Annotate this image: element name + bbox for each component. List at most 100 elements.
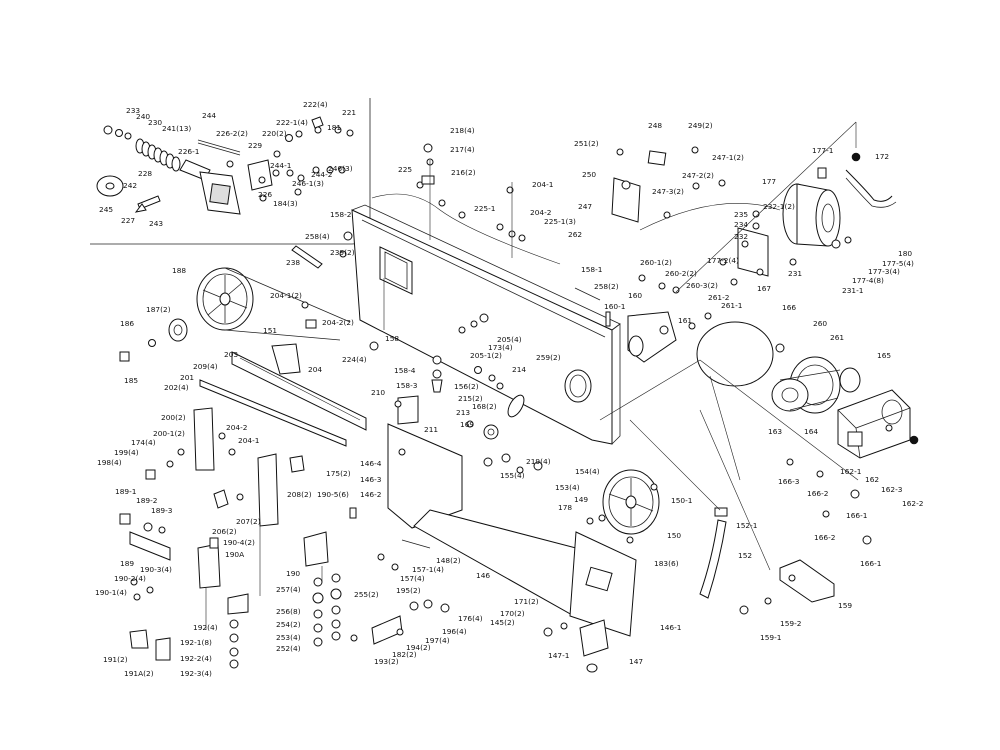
label-240: 240 bbox=[136, 112, 150, 121]
label-205: 205(4) bbox=[497, 335, 522, 344]
label-190-3: 190-3(4) bbox=[140, 565, 172, 574]
label-199: 199(4) bbox=[114, 448, 139, 457]
label-197: 197(4) bbox=[425, 636, 450, 645]
motor-assembly bbox=[719, 152, 897, 286]
label-204-1-top: 204-1 bbox=[532, 180, 554, 189]
label-190-4: 190-4(2) bbox=[223, 538, 255, 547]
label-204-2-2: 204-2(2) bbox=[322, 318, 354, 327]
label-213: 213 bbox=[456, 408, 470, 417]
label-260-2: 260-2(2) bbox=[665, 269, 697, 278]
label-232: 232 bbox=[734, 232, 748, 241]
label-252: 252(4) bbox=[276, 644, 301, 653]
label-190: 190 bbox=[286, 569, 300, 578]
label-207: 207(2) bbox=[236, 517, 261, 526]
label-160: 160 bbox=[628, 291, 642, 300]
label-162: 162 bbox=[865, 475, 879, 484]
label-162-1: 162-1 bbox=[840, 467, 862, 476]
label-146-3: 146-3 bbox=[360, 475, 382, 484]
label-200: 200(2) bbox=[161, 413, 186, 422]
label-261-1: 261-1 bbox=[721, 301, 743, 310]
label-215: 215(2) bbox=[458, 394, 483, 403]
callout-labels: 233 240 230 241(13) 228 242 245 227 243 … bbox=[95, 100, 923, 678]
label-158: 158 bbox=[385, 334, 399, 343]
label-149: 149 bbox=[574, 495, 588, 504]
label-246: 246(3) bbox=[328, 164, 353, 173]
label-158-4: 158-4 bbox=[394, 366, 416, 375]
label-247: 247 bbox=[578, 202, 592, 211]
label-175: 175(2) bbox=[326, 469, 351, 478]
label-239: 239(2) bbox=[330, 248, 355, 257]
label-226-1: 226-1 bbox=[178, 147, 200, 156]
label-166-1-b: 166-1 bbox=[860, 559, 882, 568]
label-172: 172 bbox=[875, 152, 889, 161]
label-244: 244 bbox=[202, 111, 216, 120]
label-231-1: 231-1 bbox=[842, 286, 864, 295]
label-166: 166 bbox=[782, 303, 796, 312]
label-166-3: 166-3 bbox=[778, 477, 800, 486]
label-206: 206(2) bbox=[212, 527, 237, 536]
label-146: 146 bbox=[476, 571, 490, 580]
label-173: 173(4) bbox=[488, 343, 513, 352]
label-255: 255(2) bbox=[354, 590, 379, 599]
label-167: 167 bbox=[757, 284, 771, 293]
label-225: 225 bbox=[398, 165, 412, 174]
gearbox bbox=[605, 274, 712, 363]
label-260-1: 260-1(2) bbox=[640, 258, 672, 267]
label-204-2-mid: 204-2 bbox=[226, 423, 247, 432]
label-189-2: 189-2 bbox=[136, 496, 157, 505]
label-258-2: 258(2) bbox=[594, 282, 619, 291]
label-190-2: 190-2(4) bbox=[114, 574, 146, 583]
label-244-2: 244-2 bbox=[311, 170, 332, 179]
label-177-4: 177-4(8) bbox=[852, 276, 884, 285]
label-159-2: 159-2 bbox=[780, 619, 801, 628]
label-247-2: 247-2(2) bbox=[682, 171, 714, 180]
label-166-2-a: 166-2 bbox=[807, 489, 828, 498]
pulley-cover-assembly bbox=[696, 321, 919, 545]
label-177-1: 177-1 bbox=[812, 146, 834, 155]
label-218: 218(4) bbox=[450, 126, 475, 135]
label-190-5: 190-5(6) bbox=[317, 490, 349, 499]
label-150-1: 150-1 bbox=[671, 496, 693, 505]
label-187: 187(2) bbox=[146, 305, 171, 314]
label-247-3: 247-3(2) bbox=[652, 187, 684, 196]
label-157-1: 157-1(4) bbox=[412, 565, 444, 574]
label-245: 245 bbox=[99, 205, 113, 214]
label-227: 227 bbox=[121, 216, 135, 225]
label-159-1: 159-1 bbox=[760, 633, 782, 642]
label-189-1: 189-1 bbox=[115, 487, 137, 496]
label-238: 238 bbox=[286, 258, 300, 267]
label-243: 243 bbox=[149, 219, 163, 228]
label-152: 152 bbox=[738, 551, 752, 560]
right-wheel bbox=[586, 469, 660, 544]
label-158-2: 158-2 bbox=[330, 210, 351, 219]
label-158-1: 158-1 bbox=[581, 265, 603, 274]
label-191: 191(2) bbox=[103, 655, 128, 664]
label-177-5: 177-5(4) bbox=[882, 259, 914, 268]
bracket bbox=[739, 559, 835, 615]
blade-guard bbox=[377, 395, 637, 637]
label-190-1: 190-1(4) bbox=[95, 588, 127, 597]
label-166-2-b: 166-2 bbox=[814, 533, 835, 542]
label-208: 208(2) bbox=[287, 490, 312, 499]
label-232-1: 232-1(2) bbox=[763, 202, 795, 211]
label-188: 188 bbox=[172, 266, 186, 275]
label-248: 248 bbox=[648, 121, 662, 130]
guide-blocks bbox=[145, 407, 357, 527]
label-184: 184(3) bbox=[273, 199, 298, 208]
label-204: 204 bbox=[308, 365, 322, 374]
label-174: 174(4) bbox=[131, 438, 156, 447]
label-155: 155(4) bbox=[500, 471, 525, 480]
lower-left-pivots bbox=[119, 513, 249, 669]
label-161: 161 bbox=[678, 316, 692, 325]
label-260: 260 bbox=[813, 319, 827, 328]
label-148: 148(2) bbox=[436, 556, 461, 565]
label-156: 156(2) bbox=[454, 382, 479, 391]
label-229: 229 bbox=[248, 141, 262, 150]
inset-handle-assembly bbox=[96, 116, 354, 215]
label-159: 159 bbox=[838, 601, 852, 610]
label-226-2: 226-2(2) bbox=[216, 129, 248, 138]
label-193: 193(2) bbox=[374, 657, 399, 666]
label-163: 163 bbox=[768, 427, 782, 436]
left-wheel bbox=[119, 267, 351, 362]
